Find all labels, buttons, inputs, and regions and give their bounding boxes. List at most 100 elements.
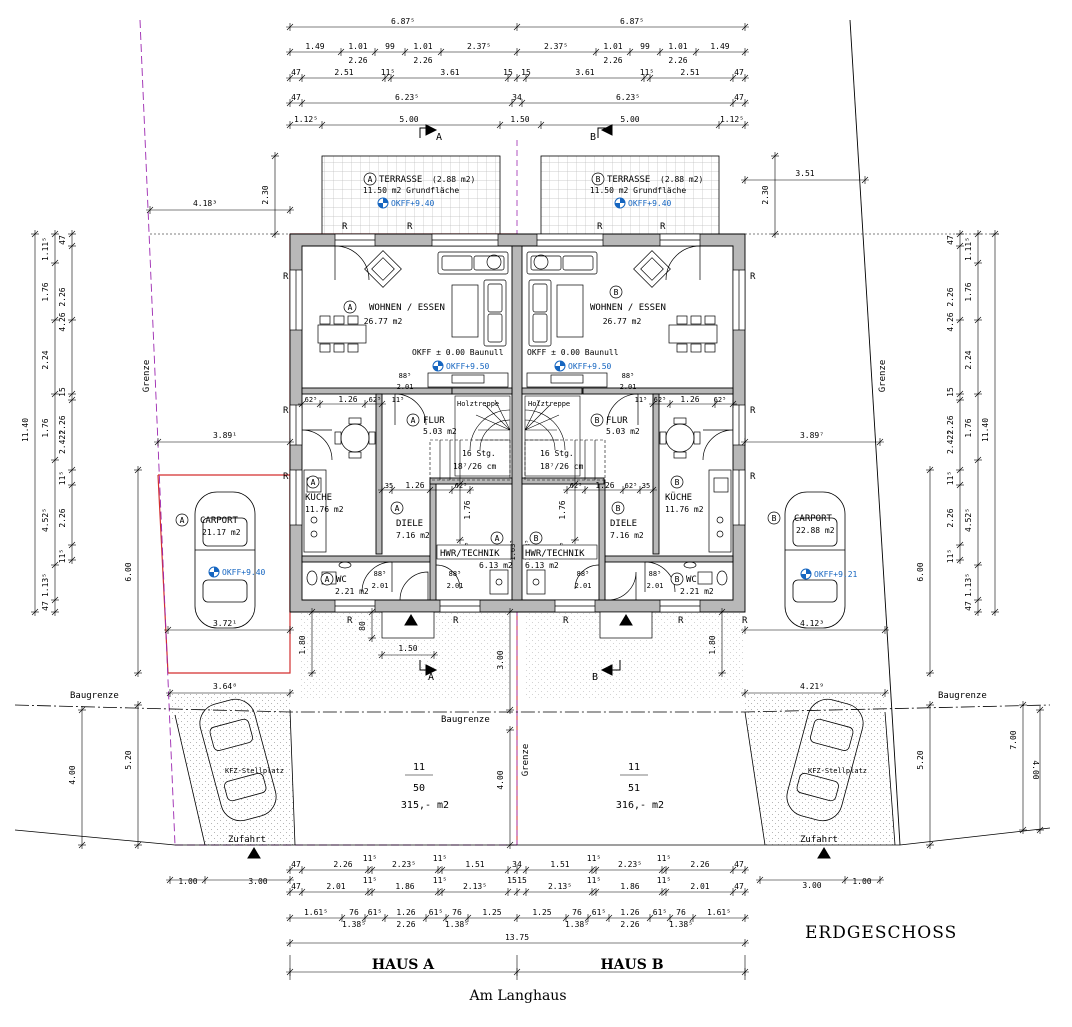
dimension-label: 61⁵ — [368, 908, 382, 917]
dimension-label: 2.30 — [261, 185, 270, 204]
dimension-label: 88⁵ — [622, 372, 635, 380]
dimension-label: 2.13⁵ — [548, 882, 572, 891]
room-marker-circle — [609, 285, 623, 299]
parking-edge-b2 — [884, 711, 896, 846]
dimension-label: 4.00 — [1031, 760, 1040, 779]
r-marker: R — [750, 406, 756, 416]
parking-edge-a1 — [174, 714, 206, 846]
dimension-label: 11⁵ — [946, 549, 955, 563]
dimension-label: 47 — [734, 882, 744, 891]
room-marker-circle — [670, 572, 684, 586]
level-icon-fill — [378, 198, 388, 208]
dimension-label: 1.51 — [465, 860, 484, 869]
dimension-label: 6.00 — [124, 562, 133, 581]
r-marker: R — [742, 616, 748, 626]
dimension-label: 3.72¹ — [213, 619, 237, 628]
dimension-label: 61⁵ — [429, 908, 443, 917]
room-marker-letter: B — [534, 534, 539, 543]
room-area: 5.03 m2 — [423, 427, 457, 436]
dimension-label: 6.87⁵ — [620, 17, 644, 26]
room-extra: (2.88 m2) — [660, 175, 703, 184]
dimension-label: 4.00 — [496, 770, 505, 789]
dimension-label: 47 — [291, 860, 301, 869]
dimension-label: 62⁵ — [369, 396, 382, 404]
dimension-label: 76 — [676, 908, 686, 917]
wall-b-wc-top — [604, 555, 734, 563]
dining-table-b — [668, 324, 718, 344]
level-icon-fill — [433, 361, 443, 371]
dimension-label: 4.26 — [946, 312, 955, 331]
zufahrt-label: Zufahrt — [800, 835, 838, 845]
terrace-b — [540, 155, 720, 235]
plot-number-bottom: 51 — [628, 783, 640, 794]
wall-a-hwr-top — [429, 477, 513, 485]
dimension-label: 11⁵ — [587, 854, 601, 863]
r-marker: R — [660, 222, 666, 232]
grenze-label: Grenze — [142, 360, 152, 393]
car-stellplatz-b — [786, 698, 864, 822]
dimension-label: 1.13⁵ — [41, 573, 50, 597]
dimension-label: 1.61⁵ — [707, 908, 731, 917]
dimension-label: 62⁵ — [625, 482, 638, 490]
dimension-label: 2.26 — [690, 860, 709, 869]
room-marker-circle — [529, 531, 543, 545]
site — [14, 19, 1051, 846]
dimension-label: 11⁵ — [58, 549, 67, 563]
r-marker: R — [678, 616, 684, 626]
dimension-label: 2.24 — [964, 350, 973, 369]
tv-b — [526, 372, 608, 388]
dimension-label: 2.13⁵ — [463, 882, 487, 891]
level-text: OKFF+9.50 — [568, 362, 612, 371]
stair-label: Holztreppe — [457, 400, 499, 408]
dimension-label: 47 — [734, 68, 744, 77]
dimension-label: 2.01 — [372, 582, 389, 590]
dimension-label: 1.86 — [620, 882, 639, 891]
dimension-label: 11⁵ — [635, 396, 648, 404]
room-marker-circle — [611, 501, 625, 515]
dimension-label: 5.20 — [916, 750, 925, 769]
stair-ratio: 18⁷/26 cm — [540, 462, 584, 471]
dimension-label: 11⁵ — [363, 876, 377, 885]
dimension-label: 2.26 — [348, 56, 367, 65]
dimension-label: 2.01 — [397, 383, 414, 391]
level-text: OKFF+9.40 — [391, 199, 435, 208]
dimension-label: 4.12³ — [800, 619, 824, 628]
dimension-label: 3.00 — [802, 881, 821, 890]
room-name: KÜCHE — [665, 492, 692, 503]
baugrenze-label: Baugrenze — [441, 715, 490, 725]
room-name: WC — [686, 575, 697, 585]
dimension-label: 2.26 — [58, 287, 67, 306]
level-baunull: OKFF ± 0.00 Baunull — [412, 348, 504, 357]
dimension-label: 88⁵ — [577, 570, 590, 578]
room-area: 26.77 m2 — [603, 317, 642, 326]
room-area: 11.50 m2 Grundfläche — [590, 186, 687, 195]
room-name: WOHNEN / ESSEN — [369, 303, 445, 313]
level-text: OKFF+9.40 — [222, 568, 266, 577]
sofa-b-top — [526, 251, 598, 275]
dimension-label: 47 — [41, 601, 50, 611]
r-marker: R — [283, 272, 289, 282]
room-marker-letter: B — [675, 478, 680, 487]
grenze-label: Grenze — [878, 360, 888, 393]
room-name: CARPORT — [200, 516, 239, 526]
dimension-label: 62⁵ — [714, 396, 727, 404]
dimension-label: 1.01 — [603, 42, 622, 51]
dimension-label: 4.00 — [68, 765, 77, 784]
dimension-label: 3.61 — [440, 68, 459, 77]
dimension-label: 4.18³ — [193, 199, 217, 208]
dimension-label: 2.24 — [41, 350, 50, 369]
dimension-label: 4.52⁵ — [964, 508, 973, 532]
doors — [301, 245, 734, 601]
wall-a-kitchen-right — [375, 393, 383, 555]
dimension-label: 11⁵ — [58, 471, 67, 485]
dimension-label: 1.76 — [41, 282, 50, 301]
dimension-label: 1.61⁵ — [304, 908, 328, 917]
section-markers — [247, 124, 831, 859]
dimension-label: 62⁵ — [455, 482, 468, 490]
dimension-label: 1.00 — [178, 877, 197, 886]
room-marker-circle — [591, 172, 605, 186]
room-name: TERRASSE — [379, 175, 422, 185]
dimension-label: 15 — [503, 68, 513, 77]
dimension-label: 11⁵ — [363, 854, 377, 863]
dimension-label: 3.00 — [496, 650, 505, 669]
